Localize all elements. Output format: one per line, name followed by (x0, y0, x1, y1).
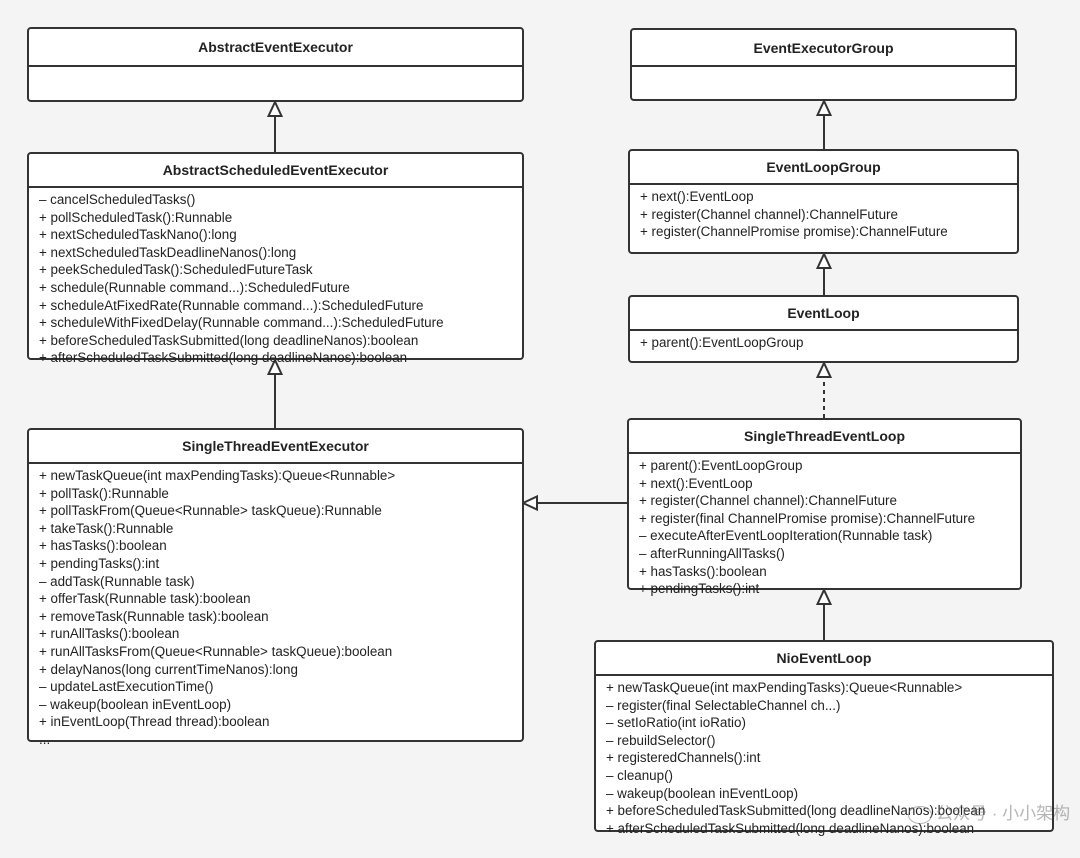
member: – updateLastExecutionTime() (39, 679, 214, 695)
member: + next():EventLoop (640, 189, 754, 204)
member: – wakeup(boolean inEventLoop) (606, 785, 799, 801)
member: + hasTasks():boolean (39, 538, 167, 554)
member: – afterRunningAllTasks() (639, 545, 785, 561)
member: + newTaskQueue(int maxPendingTasks):Queu… (39, 468, 396, 483)
member-list: + parent():EventLoopGroup (630, 331, 1017, 352)
arrow-head-singlethread-executor-to-scheduled (266, 357, 284, 375)
member: + pollTaskFrom(Queue<Runnable> taskQueue… (39, 503, 382, 519)
member: + register(final ChannelPromise promise)… (639, 510, 976, 526)
member: – wakeup(boolean inEventLoop) (39, 696, 232, 712)
member: + parent():EventLoopGroup (640, 335, 804, 350)
member: + inEventLoop(Thread thread):boolean (39, 714, 270, 730)
member-list: + parent():EventLoopGroup + next():Event… (629, 454, 1020, 598)
class-single-thread-event-loop: SingleThreadEventLoop + parent():EventLo… (627, 418, 1022, 596)
member: + beforeScheduledTaskSubmitted(long dead… (39, 332, 419, 348)
member: + scheduleAtFixedRate(Runnable command..… (39, 297, 424, 313)
member: + schedule(Runnable command...):Schedule… (39, 279, 350, 295)
member: + register(Channel channel):ChannelFutur… (639, 493, 897, 509)
member-list: + next():EventLoop + register(Channel ch… (630, 185, 1017, 241)
member: + removeTask(Runnable task):boolean (39, 608, 269, 624)
arrow-head-singlethread-loop-to-eventloop (815, 360, 833, 378)
member: + newTaskQueue(int maxPendingTasks):Queu… (606, 680, 963, 695)
class-name: EventExecutorGroup (632, 30, 1015, 67)
member: + next():EventLoop (639, 475, 753, 491)
member: + pendingTasks():int (639, 581, 760, 597)
member: + delayNanos(long currentTimeNanos):long (39, 661, 298, 677)
member: + offerTask(Runnable task):boolean (39, 591, 251, 607)
arrow-head-eventloopgroup-to-executorgroup (815, 98, 833, 116)
member: + parent():EventLoopGroup (639, 458, 803, 473)
member: + hasTasks():boolean (639, 563, 767, 579)
member-list: + newTaskQueue(int maxPendingTasks):Queu… (596, 676, 1052, 837)
member: – register(final SelectableChannel ch...… (606, 697, 841, 713)
member-list: – cancelScheduledTasks() + pollScheduled… (29, 188, 522, 367)
arrow-head-scheduled-to-abstract (266, 99, 284, 117)
member: + takeTask():Runnable (39, 520, 174, 536)
member: – cleanup() (606, 767, 673, 783)
member: – executeAfterEventLoopIteration(Runnabl… (639, 528, 933, 544)
member: + nextScheduledTaskNano():long (39, 227, 237, 243)
member: – cancelScheduledTasks() (39, 192, 196, 207)
member: – addTask(Runnable task) (39, 573, 195, 589)
class-event-loop: EventLoop + parent():EventLoopGroup (628, 295, 1019, 363)
member: + runAllTasksFrom(Queue<Runnable> taskQu… (39, 643, 393, 659)
class-name: AbstractScheduledEventExecutor (29, 154, 522, 188)
member: + pendingTasks():int (39, 555, 160, 571)
member: + afterScheduledTaskSubmitted(long deadl… (606, 820, 975, 836)
member-list: + newTaskQueue(int maxPendingTasks):Queu… (29, 464, 522, 749)
member: + register(Channel channel):ChannelFutur… (640, 206, 898, 222)
member: – rebuildSelector() (606, 732, 716, 748)
watermark-text: 公众号 · 小小架构 (936, 804, 1071, 823)
member: – setIoRatio(int ioRatio) (606, 715, 746, 731)
arrow-head-singlethread-loop-to-executor (520, 494, 538, 512)
member: + runAllTasks():boolean (39, 626, 180, 642)
class-name: EventLoopGroup (630, 151, 1017, 185)
arrow-head-eventloop-to-eventloopgroup (815, 251, 833, 269)
member: + nextScheduledTaskDeadlineNanos():long (39, 244, 297, 260)
member: + peekScheduledTask():ScheduledFutureTas… (39, 262, 313, 278)
member: + registeredChannels():int (606, 750, 761, 766)
member: ... (39, 731, 51, 747)
class-abstract-scheduled-event-executor: AbstractScheduledEventExecutor – cancelS… (27, 152, 524, 365)
class-single-thread-event-executor: SingleThreadEventExecutor + newTaskQueue… (27, 428, 524, 747)
class-event-executor-group: EventExecutorGroup (630, 28, 1017, 101)
class-name: AbstractEventExecutor (29, 29, 522, 67)
member: + scheduleWithFixedDelay(Runnable comman… (39, 315, 444, 331)
class-nio-event-loop: NioEventLoop + newTaskQueue(int maxPendi… (594, 640, 1054, 836)
class-abstract-event-executor: AbstractEventExecutor (27, 27, 524, 102)
watermark: 公众号 · 小小架构 (908, 799, 1070, 824)
class-name: SingleThreadEventLoop (629, 420, 1020, 454)
class-name: SingleThreadEventExecutor (29, 430, 522, 464)
class-name: EventLoop (630, 297, 1017, 331)
member: + pollTask():Runnable (39, 485, 169, 501)
member: + afterScheduledTaskSubmitted(long deadl… (39, 350, 408, 366)
wechat-icon (908, 805, 932, 824)
class-event-loop-group: EventLoopGroup + next():EventLoop + regi… (628, 149, 1019, 254)
member: + register(ChannelPromise promise):Chann… (640, 224, 948, 240)
arrow-head-nio-to-singlethread-loop (815, 587, 833, 605)
member: + pollScheduledTask():Runnable (39, 209, 233, 225)
member: + beforeScheduledTaskSubmitted(long dead… (606, 803, 986, 819)
class-name: NioEventLoop (596, 642, 1052, 676)
